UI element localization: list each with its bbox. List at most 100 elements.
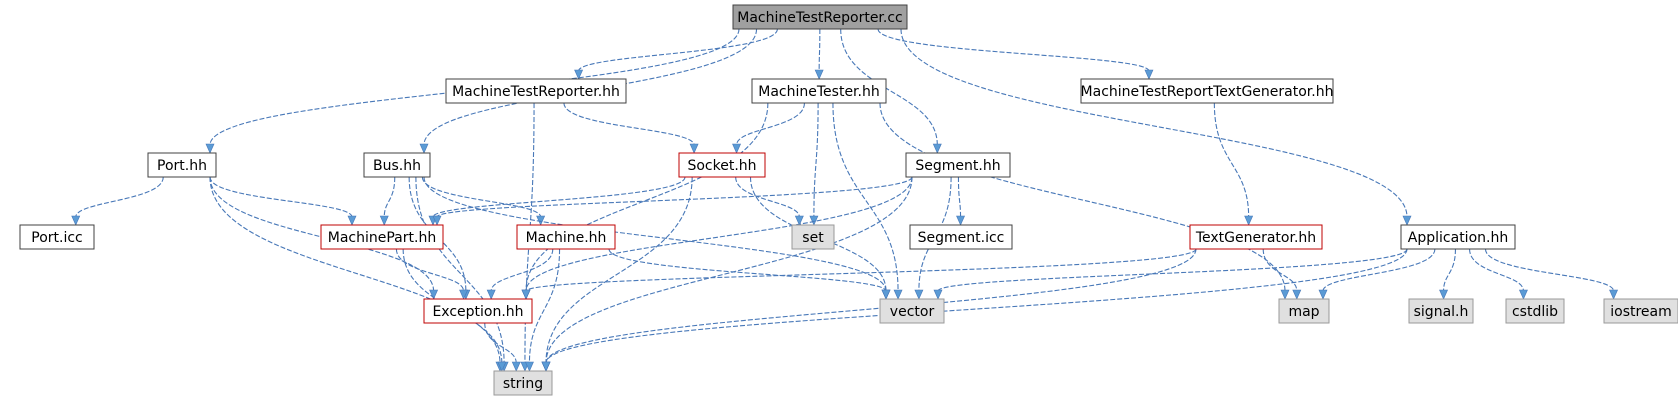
node-machinetester-hh[interactable]: MachineTester.hh (751, 78, 887, 104)
edge-machine-hh-to-string (524, 248, 561, 372)
node-segment-icc[interactable]: Segment.icc (909, 224, 1013, 250)
node-label: MachineTestReporter.hh (452, 84, 620, 100)
file-nodes: MachineTestReporter.ccMachineTestReporte… (19, 4, 1678, 396)
edge-socket-hh-to-string (541, 176, 693, 372)
node-segment-hh[interactable]: Segment.hh (905, 152, 1011, 178)
edge-mtester-hh-to-map (879, 102, 1290, 300)
node-box (791, 224, 835, 250)
node-exception-hh[interactable]: Exception.hh (423, 298, 533, 324)
node-label: map (1288, 304, 1319, 320)
node-label: TextGenerator.hh (1195, 230, 1316, 246)
node-box (147, 152, 217, 178)
edge-application-hh-to-vector (933, 248, 1408, 300)
node-label: Application.hh (1408, 230, 1508, 246)
edge-port-hh-to-port-icc (71, 176, 164, 226)
edge-bus-hh-to-machinepart-hh (379, 176, 396, 226)
node-label: string (503, 376, 543, 392)
edge-mtr-cc-to-mtr-hh (574, 28, 778, 80)
node-label: cstdlib (1512, 304, 1558, 320)
node-label: MachinePart.hh (328, 230, 436, 246)
node-box (320, 224, 444, 250)
edge-application-hh-to-cstdlib (1469, 248, 1528, 300)
node-box (445, 78, 627, 104)
node-label: Exception.hh (432, 304, 523, 320)
edge-textgen-hh-to-map (1262, 248, 1302, 300)
node-signal-h: signal.h (1408, 298, 1474, 324)
edge-mtr-cc-to-application-hh (900, 28, 1412, 226)
edge-machinepart-hh-to-exception-hh (395, 248, 469, 300)
node-map: map (1278, 298, 1330, 324)
node-box (751, 78, 887, 104)
node-box (363, 152, 431, 178)
edge-mtester-hh-to-set (809, 102, 819, 226)
node-label: MachineTestReportTextGenerator.hh (1081, 84, 1334, 100)
edge-machine-hh-to-exception-hh (486, 248, 554, 300)
node-box (423, 298, 533, 324)
node-label: set (802, 230, 824, 246)
node-box (1189, 224, 1323, 250)
node-port-hh[interactable]: Port.hh (147, 152, 217, 178)
node-cstdlib: cstdlib (1505, 298, 1565, 324)
edge-mtester-hh-to-socket-hh (732, 102, 805, 154)
node-label: iostream (1610, 304, 1672, 320)
node-label: vector (890, 304, 935, 320)
edge-application-hh-to-string (541, 248, 1408, 372)
node-label: Port.hh (157, 158, 207, 174)
node-label: Machine.hh (526, 230, 607, 246)
node-bus-hh[interactable]: Bus.hh (363, 152, 431, 178)
node-iostream: iostream (1603, 298, 1678, 324)
edge-segment-hh-to-machinepart-hh (432, 176, 913, 226)
node-label: Segment.icc (918, 230, 1005, 246)
node-vector: vector (879, 298, 945, 324)
node-box (493, 370, 553, 396)
edge-mtr-cc-to-mtrtg-hh (877, 28, 1154, 80)
edge-mtr-hh-to-socket-hh (563, 102, 699, 154)
node-box (732, 4, 908, 30)
node-box (1603, 298, 1678, 324)
edge-mtrtg-hh-to-textgen-hh (1213, 102, 1254, 226)
node-label: MachineTester.hh (758, 84, 879, 100)
dependency-edges (71, 28, 1619, 372)
edge-application-hh-to-iostream (1484, 248, 1619, 300)
node-label: Port.icc (31, 230, 83, 246)
node-string: string (493, 370, 553, 396)
node-textgenerator-hh[interactable]: TextGenerator.hh (1189, 224, 1323, 250)
node-label: Segment.hh (915, 158, 1000, 174)
node-box (516, 224, 616, 250)
edge-port-hh-to-string (209, 176, 505, 372)
node-box (909, 224, 1013, 250)
edge-mtr-cc-to-segment-hh (840, 28, 942, 154)
node-box (1505, 298, 1565, 324)
node-box (19, 224, 95, 250)
node-label: signal.h (1414, 304, 1469, 320)
node-machinetestreporter-cc[interactable]: MachineTestReporter.cc (732, 4, 908, 30)
node-machinetestreporter-hh[interactable]: MachineTestReporter.hh (445, 78, 627, 104)
edge-application-hh-to-map (1318, 248, 1436, 300)
node-machinetestreporttextgenerator-hh[interactable]: MachineTestReportTextGenerator.hh (1080, 78, 1334, 104)
edge-segment-hh-to-vector (914, 176, 952, 300)
node-machinepart-hh[interactable]: MachinePart.hh (320, 224, 444, 250)
node-machine-hh[interactable]: Machine.hh (516, 224, 616, 250)
node-box (1278, 298, 1330, 324)
node-application-hh[interactable]: Application.hh (1400, 224, 1516, 250)
edge-exception-hh-to-string (484, 322, 521, 372)
node-box (678, 152, 766, 178)
node-set: set (791, 224, 835, 250)
node-label: Socket.hh (687, 158, 756, 174)
node-socket-hh[interactable]: Socket.hh (678, 152, 766, 178)
edge-segment-hh-to-string (541, 176, 913, 372)
node-label: Bus.hh (373, 158, 421, 174)
node-label: MachineTestReporter.cc (737, 10, 903, 26)
node-port-icc[interactable]: Port.icc (19, 224, 95, 250)
node-box (1080, 78, 1334, 104)
edge-socket-hh-to-set (735, 176, 804, 226)
edge-textgen-hh-to-string (541, 248, 1197, 372)
node-box (1400, 224, 1516, 250)
edge-mtr-cc-to-mtester-hh (814, 28, 824, 80)
edge-application-hh-to-signal-h (1439, 248, 1456, 300)
edge-machine-hh-to-vector (608, 248, 891, 300)
node-box (879, 298, 945, 324)
edge-port-hh-to-machinepart-hh (209, 176, 357, 226)
node-box (1408, 298, 1474, 324)
